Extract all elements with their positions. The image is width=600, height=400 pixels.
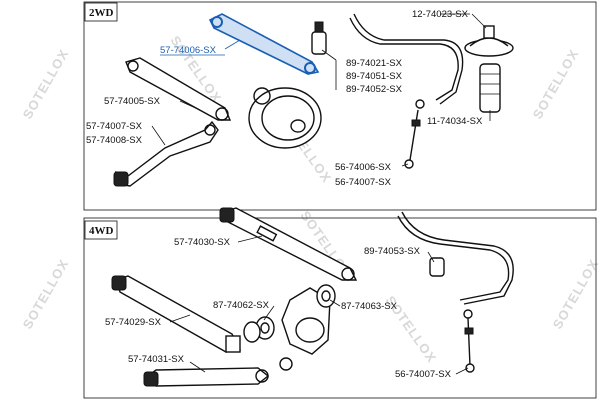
label-57-74007: 57-74007-SX xyxy=(86,121,143,132)
label-89-74052: 89-74052-SX xyxy=(346,84,403,95)
section-4wd-frame xyxy=(83,217,597,399)
label-56-74007-4wd: 56-74007-SX xyxy=(395,369,452,380)
bushing-87-74062[interactable] xyxy=(243,316,275,343)
label-87-74062: 87-74062-SX xyxy=(213,300,270,311)
watermark-text: SOTELLOX xyxy=(550,256,600,331)
label-57-74030: 57-74030-SX xyxy=(174,237,231,248)
watermark-text: SOTELLOX xyxy=(20,46,72,121)
stabilizer-link-56-74006[interactable] xyxy=(404,99,425,169)
label-11-74034: 11-74034-SX xyxy=(427,116,483,127)
section-badge-2wd: 2WD xyxy=(84,2,118,22)
stabilizer-bar-4wd xyxy=(397,211,514,305)
arm-57-74005[interactable] xyxy=(125,57,232,121)
stabilizer-bar-2wd xyxy=(349,13,464,105)
label-12-74023: 12-74023-SX xyxy=(412,9,469,20)
bump-stop-11-74034[interactable] xyxy=(479,63,501,113)
arm-57-74007[interactable] xyxy=(113,120,219,187)
part-labels: 57-74006-SX 57-74005-SX 57-74007-SX 57-7… xyxy=(86,9,483,380)
label-57-74008: 57-74008-SX xyxy=(86,135,143,146)
knuckle xyxy=(279,287,331,371)
label-57-74005: 57-74005-SX xyxy=(104,96,161,107)
label-89-74021: 89-74021-SX xyxy=(346,58,403,69)
strut-mount-12-74023[interactable] xyxy=(464,25,514,57)
watermark-text: SOTELLOX xyxy=(20,256,72,331)
label-87-74063: 87-74063-SX xyxy=(341,301,398,312)
label-57-74029: 57-74029-SX xyxy=(105,317,162,328)
bushing-89-74053[interactable] xyxy=(429,257,445,277)
arm-57-74031[interactable] xyxy=(143,367,270,387)
label-57-74031: 57-74031-SX xyxy=(128,354,185,365)
arm-57-74029[interactable] xyxy=(111,275,242,353)
arm-57-74030[interactable] xyxy=(219,207,358,281)
section-title-2wd: 2WD xyxy=(89,7,114,19)
bushing-87-74063[interactable] xyxy=(316,284,336,308)
section-title-4wd: 4WD xyxy=(89,225,114,237)
label-89-74051: 89-74051-SX xyxy=(346,71,403,82)
section-badge-4wd: 4WD xyxy=(84,220,118,240)
watermark-text: SOTELLOX xyxy=(530,46,582,121)
arm-57-74006[interactable] xyxy=(208,13,320,75)
stabilizer-link-56-74007[interactable] xyxy=(463,309,475,373)
label-56-74006: 56-74006-SX xyxy=(335,162,392,173)
brake-drum xyxy=(248,87,322,149)
section-2wd-frame xyxy=(83,1,597,211)
leader-lines xyxy=(151,13,491,375)
label-57-74006: 57-74006-SX xyxy=(160,45,217,56)
label-89-74053: 89-74053-SX xyxy=(364,246,421,257)
bushing-89-74021[interactable] xyxy=(311,21,327,55)
label-56-74007: 56-74007-SX xyxy=(335,177,392,188)
